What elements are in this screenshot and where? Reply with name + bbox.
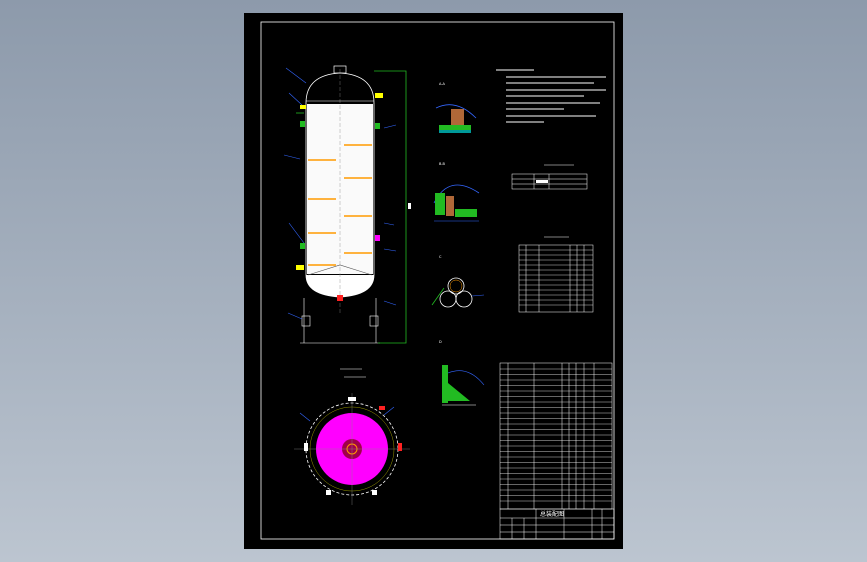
drawing-frame: [260, 21, 615, 540]
nozzle-table-rows: [519, 249, 593, 306]
plan-view: [294, 368, 410, 505]
cad-drawing: A-A B-B C D: [260, 21, 615, 540]
column-vessel: [300, 65, 380, 344]
tray-markers: [308, 144, 372, 266]
detail-c: C: [431, 255, 485, 308]
technical-notes: [496, 69, 606, 123]
detail-b: B-B: [433, 162, 480, 222]
leader-lines: [283, 67, 397, 320]
drawing-sheet: A-A B-B C D: [244, 13, 623, 549]
detail-c-label: C: [439, 255, 442, 259]
detail-d: D: [439, 340, 485, 406]
title-block: [499, 508, 615, 540]
nozzle-table: [518, 236, 594, 313]
nozzle-marks: [296, 93, 411, 301]
detail-d-label: D: [439, 340, 442, 344]
parts-list-table: [499, 362, 613, 510]
design-data-table: [511, 164, 588, 190]
detail-a-label: A-A: [439, 82, 446, 86]
parts-list-rows: [500, 368, 612, 502]
detail-a: A-A: [435, 82, 477, 133]
title-block-title: 总装配图: [540, 510, 564, 518]
detail-b-label: B-B: [439, 162, 446, 166]
